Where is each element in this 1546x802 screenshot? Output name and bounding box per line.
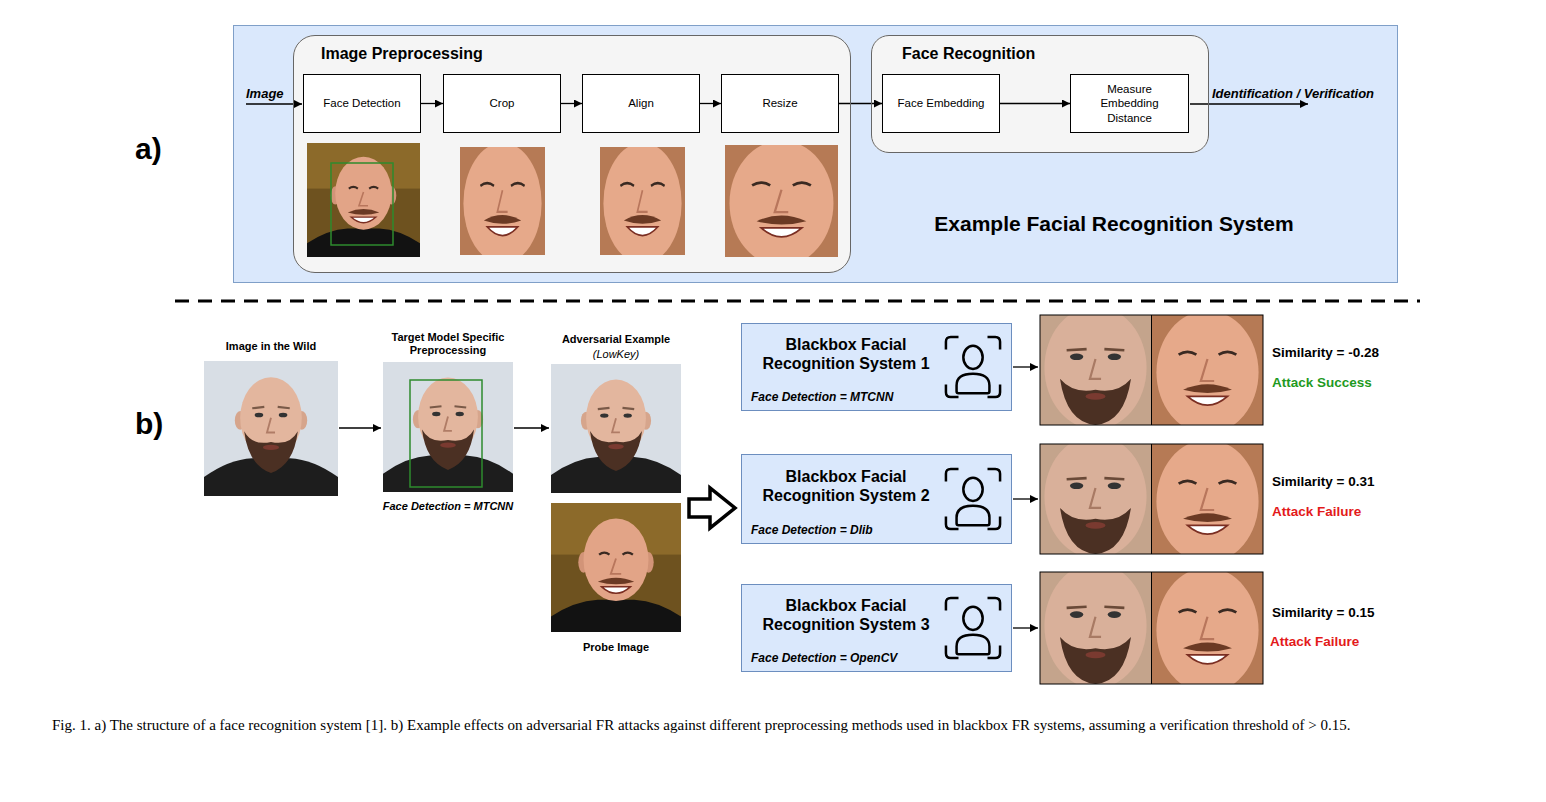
box-fill bbox=[871, 35, 1209, 153]
attack-result: Attack Failure bbox=[1270, 634, 1359, 649]
flow-arrow bbox=[421, 103, 443, 104]
flow-arrow bbox=[1013, 366, 1038, 367]
flow-arrow bbox=[700, 103, 721, 104]
dashed-separator bbox=[175, 300, 1420, 303]
arrow-label: Identification / Verification bbox=[1212, 86, 1374, 101]
similarity-score: Similarity = -0.28 bbox=[1272, 345, 1379, 360]
box-label: Face Detection bbox=[323, 96, 400, 110]
flow-arrow bbox=[1013, 498, 1038, 499]
box-heading: Example Facial Recognition System bbox=[874, 212, 1354, 236]
image-caption: Face Detection = MTCNN bbox=[358, 500, 538, 513]
detection-box bbox=[410, 380, 482, 487]
box-fill bbox=[1070, 74, 1189, 133]
face-photo bbox=[551, 364, 681, 493]
detection-box bbox=[331, 163, 393, 245]
image-caption: (LowKey) bbox=[526, 348, 706, 361]
photo-frame bbox=[1151, 572, 1152, 684]
box-note: Face Detection = OpenCV bbox=[751, 651, 951, 665]
box-fill bbox=[741, 454, 1012, 544]
box-heading: Blackbox Facial Recognition System 3 bbox=[750, 596, 942, 634]
flow-arrow bbox=[514, 427, 549, 428]
similarity-score: Similarity = 0.31 bbox=[1272, 474, 1374, 489]
box-fill bbox=[233, 25, 1398, 283]
user-icon bbox=[946, 337, 1000, 397]
face-photo bbox=[1040, 435, 1151, 558]
face-photo bbox=[725, 141, 838, 266]
arrow-label: Image bbox=[246, 86, 284, 101]
face-photo bbox=[551, 503, 681, 632]
face-photo bbox=[1040, 306, 1151, 429]
hollow-arrow bbox=[689, 488, 735, 528]
face-photo bbox=[1152, 568, 1263, 693]
box-fill bbox=[882, 74, 1000, 133]
image-caption: Target Model Specific Preprocessing bbox=[368, 331, 528, 357]
user-icon bbox=[946, 598, 1000, 658]
process-box: Measure Embedding Distance bbox=[1070, 74, 1189, 133]
system-box: Blackbox Facial Recognition System 2 Face… bbox=[741, 454, 1012, 544]
process-box: Face Detection bbox=[303, 74, 421, 133]
attack-result: Attack Failure bbox=[1272, 504, 1361, 519]
process-box: Crop bbox=[443, 74, 561, 133]
box-label: Crop bbox=[490, 96, 515, 110]
face-photo bbox=[1152, 440, 1263, 563]
attack-result: Attack Success bbox=[1272, 375, 1372, 390]
box-label: Align bbox=[628, 96, 654, 110]
box-fill bbox=[303, 74, 421, 133]
group-box: Face RecognitionFace Embedding Measure Em… bbox=[871, 35, 1209, 153]
box-fill bbox=[293, 35, 851, 273]
process-box: Face Embedding bbox=[882, 74, 1000, 133]
box-label: Measure Embedding Distance bbox=[1077, 82, 1182, 125]
panel-letter: b) bbox=[135, 407, 163, 441]
output-arrow bbox=[1190, 103, 1308, 104]
box-fill bbox=[741, 323, 1012, 411]
face-photo bbox=[307, 143, 420, 257]
process-box: Align bbox=[582, 74, 700, 133]
photo-frame bbox=[1151, 315, 1152, 425]
box-note: Face Detection = Dlib bbox=[751, 523, 951, 537]
face-photo bbox=[1040, 563, 1151, 688]
flow-arrow bbox=[339, 427, 381, 428]
photo-frame bbox=[1040, 315, 1263, 425]
face-photo bbox=[204, 361, 338, 496]
system-panel: Example Facial Recognition System Image P… bbox=[233, 25, 1398, 283]
flow-arrow bbox=[1013, 627, 1038, 628]
similarity-score: Similarity = 0.15 bbox=[1272, 605, 1374, 620]
figure-caption: Fig. 1. a) The structure of a face recog… bbox=[52, 716, 1497, 734]
flow-arrow bbox=[1000, 103, 1070, 104]
system-box: Blackbox Facial Recognition System 1 Face… bbox=[741, 323, 1012, 411]
box-fill bbox=[443, 74, 561, 133]
face-photo bbox=[460, 143, 545, 264]
group-box: Image PreprocessingFace Detection Crop Ali… bbox=[293, 35, 851, 273]
box-fill bbox=[721, 74, 839, 133]
flow-arrow bbox=[839, 103, 882, 104]
image-caption: Image in the Wild bbox=[181, 340, 361, 353]
box-fill bbox=[741, 584, 1012, 672]
face-photo bbox=[383, 362, 513, 492]
box-heading: Face Recognition bbox=[902, 45, 1152, 63]
photo-frame bbox=[1040, 572, 1263, 684]
user-icon bbox=[946, 469, 1000, 529]
image-caption: Adversarial Example bbox=[526, 333, 706, 346]
photo-frame bbox=[1151, 444, 1152, 554]
system-box: Blackbox Facial Recognition System 3 Face… bbox=[741, 584, 1012, 672]
box-label: Face Embedding bbox=[898, 96, 985, 110]
face-photo bbox=[1152, 311, 1263, 434]
box-note: Face Detection = MTCNN bbox=[751, 390, 951, 404]
face-photo bbox=[600, 143, 685, 264]
photo-frame bbox=[1040, 444, 1263, 554]
flow-arrow bbox=[561, 103, 582, 104]
box-heading: Blackbox Facial Recognition System 2 bbox=[750, 467, 942, 505]
box-fill bbox=[582, 74, 700, 133]
image-caption: Probe Image bbox=[526, 641, 706, 654]
box-label: Resize bbox=[762, 96, 797, 110]
process-box: Resize bbox=[721, 74, 839, 133]
box-heading: Blackbox Facial Recognition System 1 bbox=[750, 335, 942, 373]
panel-letter: a) bbox=[135, 132, 162, 166]
box-heading: Image Preprocessing bbox=[321, 45, 621, 63]
